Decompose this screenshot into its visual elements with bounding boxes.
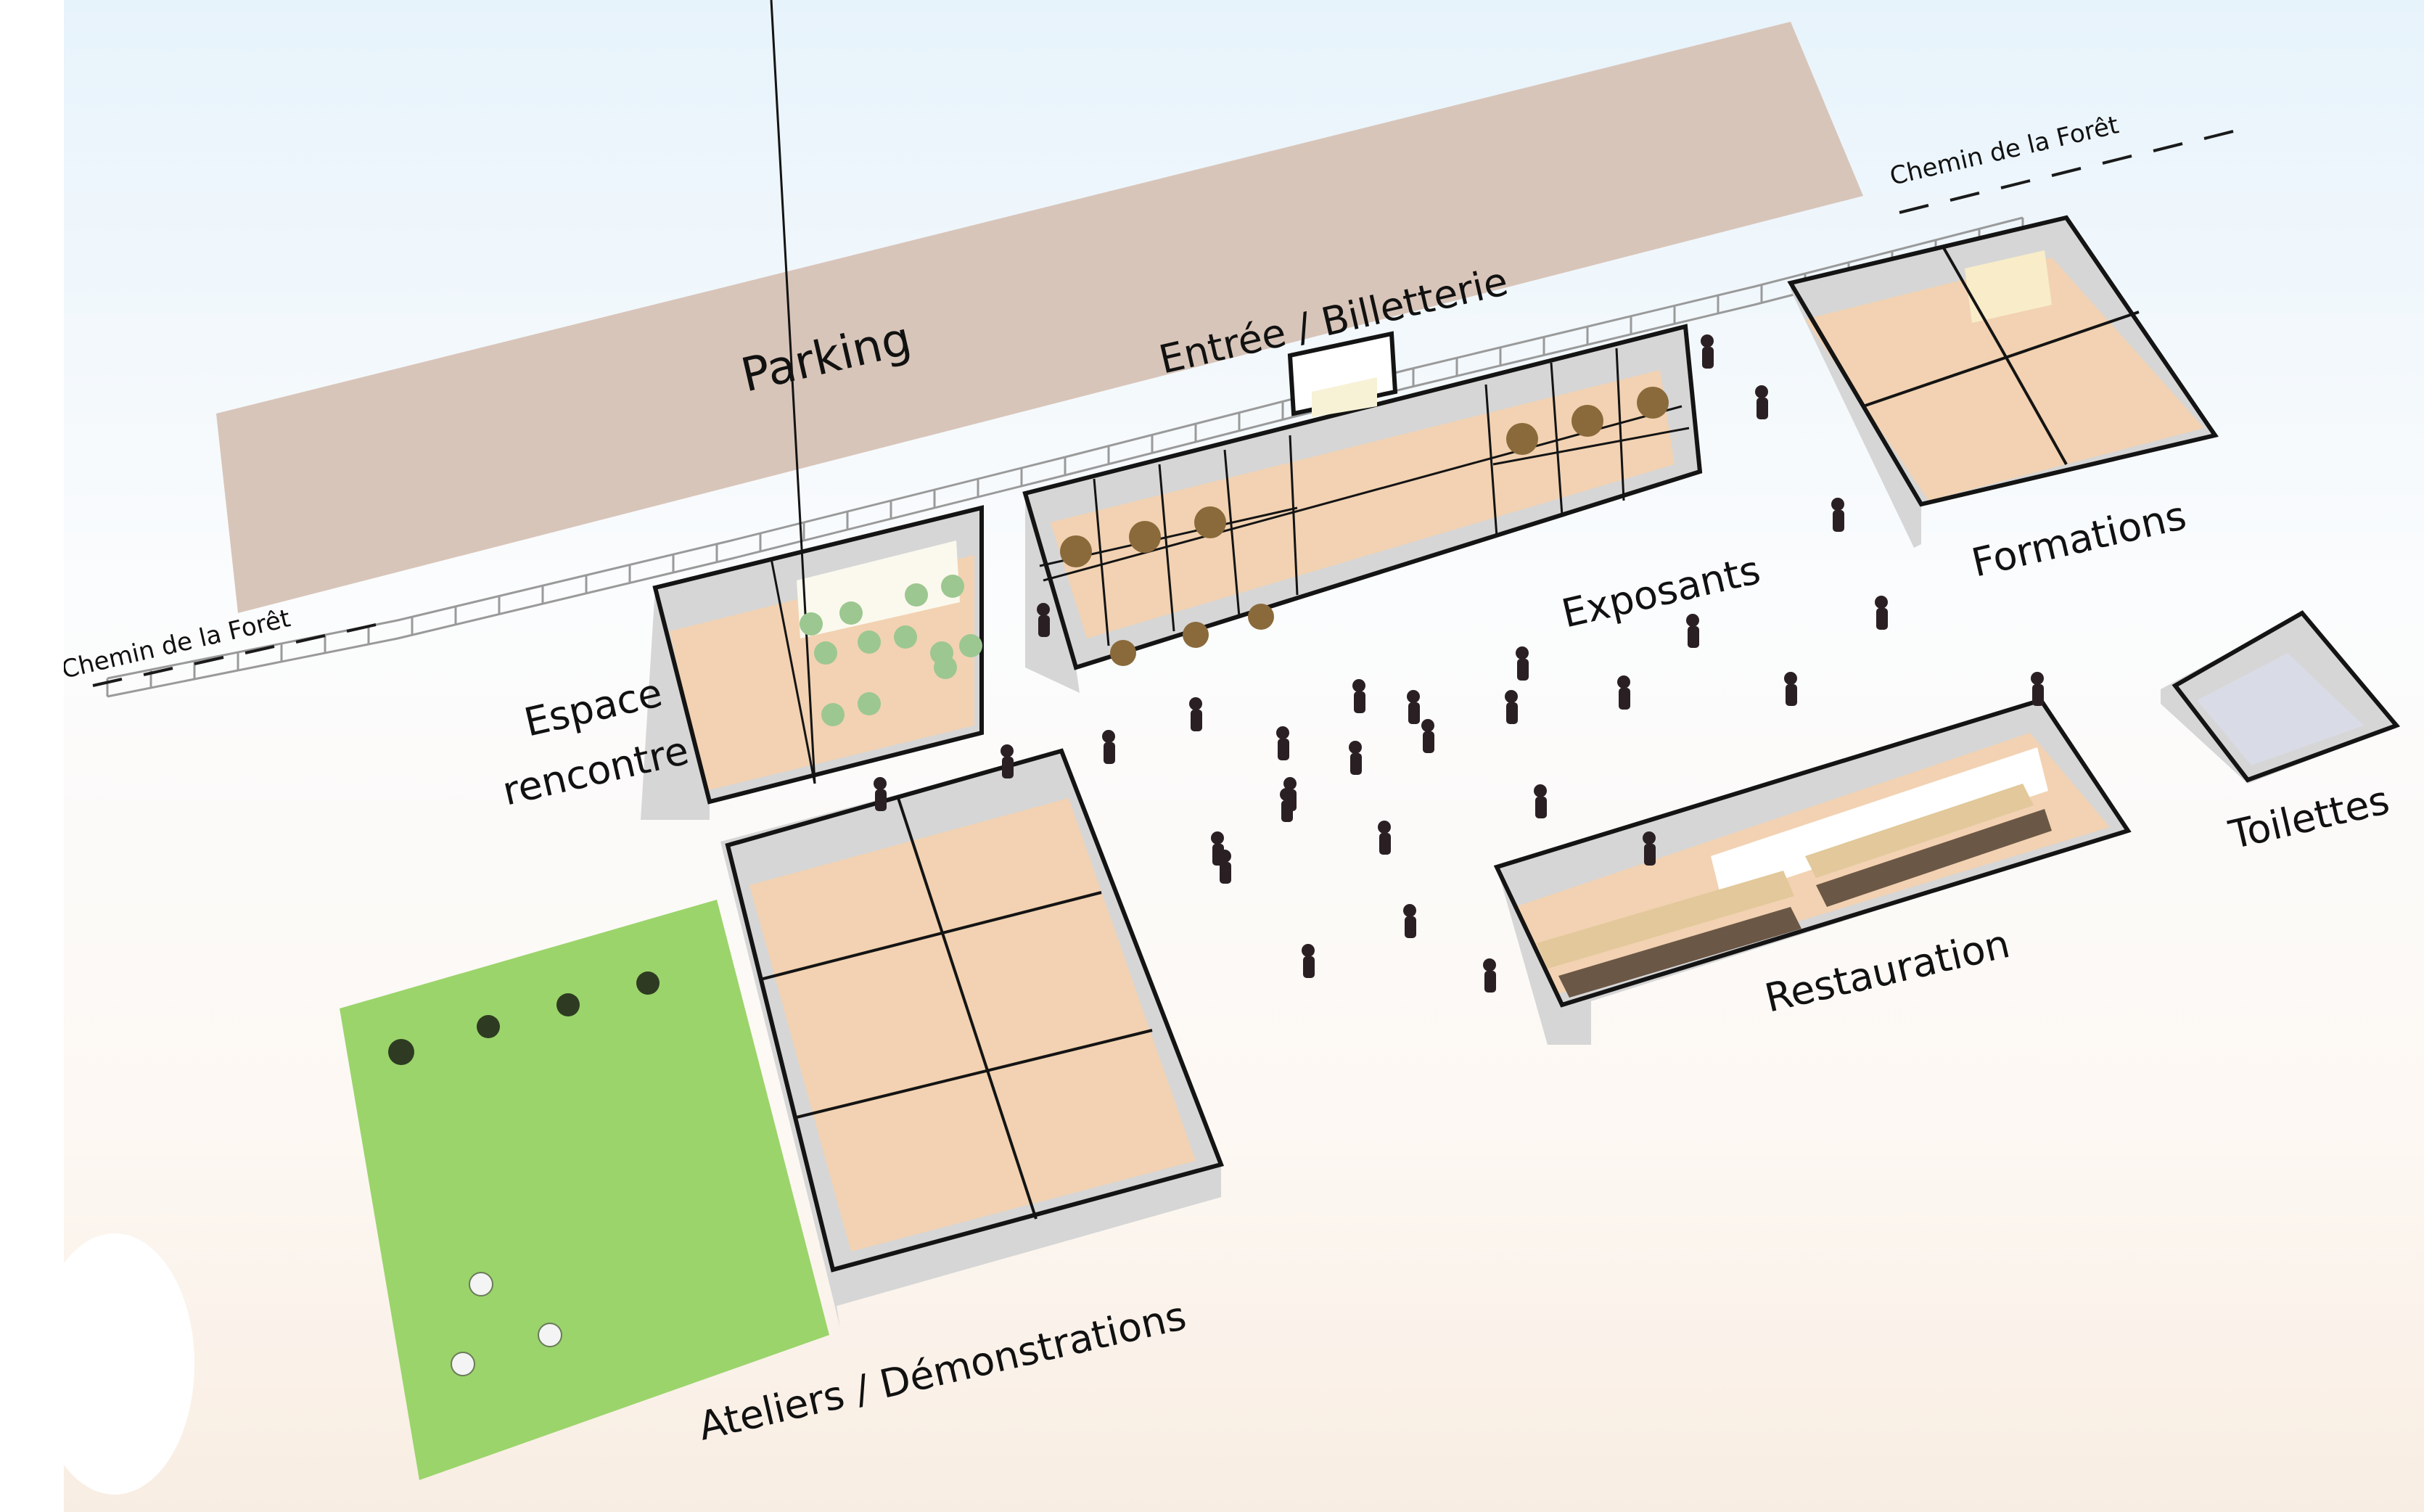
restauration-label: Restauration xyxy=(1761,921,2014,1022)
toilettes-label: Toilettes xyxy=(2224,777,2394,858)
map-drawing: Parking Chemin de la Forêt Chemin de la … xyxy=(64,0,2401,1480)
flower-icon xyxy=(451,1272,562,1376)
event-site-map: Parking Chemin de la Forêt Chemin de la … xyxy=(64,0,2424,1512)
ateliers-building xyxy=(720,748,1224,1328)
round-table-icon xyxy=(800,575,982,726)
espace-rencontre-building xyxy=(641,0,984,820)
parking-area xyxy=(216,22,1863,613)
restauration-building xyxy=(1493,697,2132,1045)
tree-icon xyxy=(388,971,660,1065)
espace-rencontre-label-1: Espace xyxy=(520,670,667,746)
round-table-icon xyxy=(1060,387,1669,666)
green-area xyxy=(340,900,829,1480)
exposants-label: Exposants xyxy=(1558,547,1764,637)
decorative-circle xyxy=(64,1233,194,1495)
formations-building xyxy=(1787,215,2219,548)
chemin-dashes-right xyxy=(1899,130,2234,214)
chemin-dashes-left xyxy=(92,623,377,687)
toilettes-building xyxy=(2161,610,2401,784)
chemin-label-right: Chemin de la Forêt xyxy=(1887,110,2121,191)
chemin-label-left: Chemin de la Forêt xyxy=(64,604,293,684)
formations-label: Formations xyxy=(1968,493,2190,586)
exposants-building xyxy=(1022,324,1703,693)
person-figure xyxy=(874,334,2044,993)
